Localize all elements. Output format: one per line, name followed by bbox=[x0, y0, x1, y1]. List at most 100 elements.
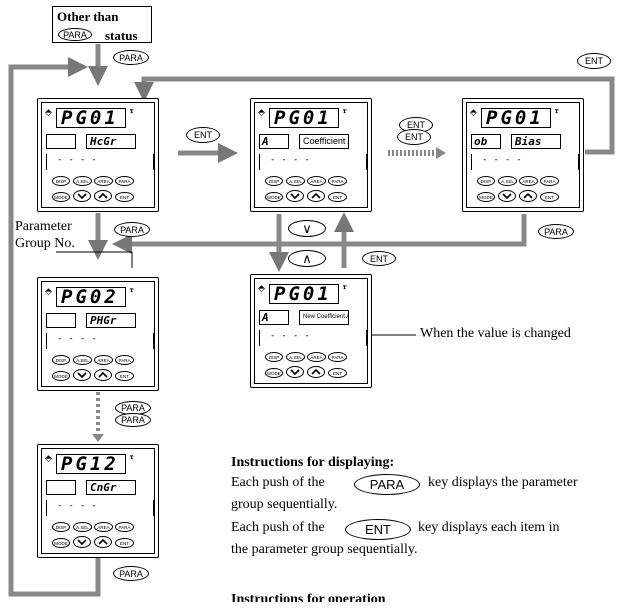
up-down-buttons bbox=[286, 366, 325, 378]
panel-button-area: AREA bbox=[94, 522, 113, 532]
para-key-top: PARA bbox=[113, 50, 149, 65]
brand-logo: ꭲ bbox=[343, 282, 347, 291]
up-down-buttons bbox=[286, 190, 325, 202]
panel-button-area: AREA bbox=[519, 176, 538, 186]
panel-button-asel: A.SEL bbox=[73, 355, 92, 365]
down-arrow-icon bbox=[290, 369, 300, 376]
ent-key-inline: ENT bbox=[345, 519, 411, 540]
sv-right-display: HcGr bbox=[86, 134, 136, 149]
bargraph: ---- bbox=[259, 154, 367, 170]
panel-button-asel: A.SEL bbox=[498, 176, 517, 186]
panel-button-disp: DISP bbox=[52, 355, 70, 365]
bargraph-dashes: ---- bbox=[57, 334, 103, 344]
up-arrow-icon bbox=[98, 538, 108, 545]
pv-display: PG01 bbox=[56, 108, 126, 128]
panel-button-ent: ENT bbox=[328, 192, 347, 202]
updown-icon: ⬘ bbox=[258, 108, 265, 118]
up-key-icon: ∧ bbox=[288, 250, 326, 267]
status-box: Other than PARA status bbox=[52, 6, 152, 43]
panel-button-asel: A.SEL bbox=[73, 176, 92, 186]
up-arrow-icon bbox=[523, 192, 533, 199]
instructions-heading: Instructions for displaying: bbox=[231, 455, 395, 470]
brand-logo: ꭲ bbox=[130, 106, 134, 115]
down-button bbox=[73, 369, 91, 381]
panel-button-mode: MODE bbox=[52, 192, 70, 202]
bargraph-dashes: ---- bbox=[57, 501, 103, 511]
group-no-label: Group No. bbox=[15, 236, 75, 251]
panel-button-ent: ENT bbox=[115, 538, 134, 548]
panel-button-area: AREA bbox=[94, 355, 113, 365]
pv-display: PG02 bbox=[56, 287, 126, 307]
panel-button-ent: ENT bbox=[328, 368, 347, 378]
bargraph: ---- bbox=[46, 500, 154, 516]
down-button bbox=[73, 536, 91, 548]
up-button bbox=[307, 366, 325, 378]
down-arrow-icon bbox=[77, 539, 87, 546]
status-line2: status bbox=[105, 28, 138, 43]
sv-left-display bbox=[46, 313, 76, 328]
down-arrow-icon bbox=[77, 372, 87, 379]
panel-button-mode: MODE bbox=[265, 368, 283, 378]
panel-button-disp: DISP bbox=[52, 522, 70, 532]
bargraph-dashes: ---- bbox=[482, 155, 528, 165]
sv-right-display: PHGr bbox=[86, 313, 136, 328]
para-key-inline: PARA bbox=[354, 474, 420, 495]
pv-display: PG01 bbox=[269, 284, 339, 304]
updown-icon: ⬘ bbox=[470, 108, 477, 118]
down-arrow-icon bbox=[502, 193, 512, 200]
instructions-line3b: key displays each item in bbox=[418, 520, 560, 535]
panel-button-ent: ENT bbox=[115, 192, 134, 202]
para-key-p1: PARA bbox=[114, 222, 150, 237]
sv-left-display bbox=[46, 480, 76, 495]
updown-icon: ⬘ bbox=[45, 108, 52, 118]
panel-button-asel: A.SEL bbox=[286, 352, 305, 362]
bargraph-dashes: ---- bbox=[57, 155, 103, 165]
up-down-buttons bbox=[73, 190, 112, 202]
panel-button-para: PARA bbox=[328, 352, 347, 362]
instructions-line1b: key displays the parameter bbox=[428, 475, 578, 490]
sv-left-display bbox=[46, 134, 76, 149]
up-arrow-icon bbox=[98, 192, 108, 199]
panel-button-asel: A.SEL bbox=[73, 522, 92, 532]
bargraph: ---- bbox=[259, 330, 367, 346]
panel-button-area: AREA bbox=[307, 176, 326, 186]
panel-button-para: PARA bbox=[115, 522, 134, 532]
instructions-line3a: Each push of the bbox=[231, 520, 325, 535]
up-arrow-icon bbox=[311, 192, 321, 199]
down-button bbox=[286, 366, 304, 378]
down-arrow-icon bbox=[290, 193, 300, 200]
bargraph-dashes: ---- bbox=[270, 155, 316, 165]
sv-right-display: Bias bbox=[511, 134, 561, 149]
bargraph: ---- bbox=[471, 154, 579, 170]
instructions-cut: Instructions for operation bbox=[231, 592, 386, 607]
sv-left-display: A bbox=[259, 310, 289, 325]
pv-display: PG01 bbox=[481, 108, 551, 128]
value-changed-label: When the value is changed bbox=[420, 326, 571, 341]
parameter-label: Parameter bbox=[15, 219, 72, 234]
panel-button-ent: ENT bbox=[540, 192, 559, 202]
panel-button-area: AREA bbox=[307, 352, 326, 362]
down-button bbox=[73, 190, 91, 202]
updown-icon: ⬘ bbox=[258, 284, 265, 294]
up-button bbox=[94, 369, 112, 381]
updown-icon: ⬘ bbox=[45, 454, 52, 464]
panel-button-area: AREA bbox=[94, 176, 113, 186]
para-key-icon: PARA bbox=[58, 28, 92, 41]
panel-button-para: PARA bbox=[328, 176, 347, 186]
brand-logo: ꭲ bbox=[130, 285, 134, 294]
down-button bbox=[286, 190, 304, 202]
ent-key-topright: ENT bbox=[577, 53, 611, 69]
pv-display: PG01 bbox=[269, 108, 339, 128]
down-arrow-icon bbox=[77, 193, 87, 200]
up-down-buttons bbox=[498, 190, 537, 202]
panel-button-para: PARA bbox=[115, 176, 134, 186]
